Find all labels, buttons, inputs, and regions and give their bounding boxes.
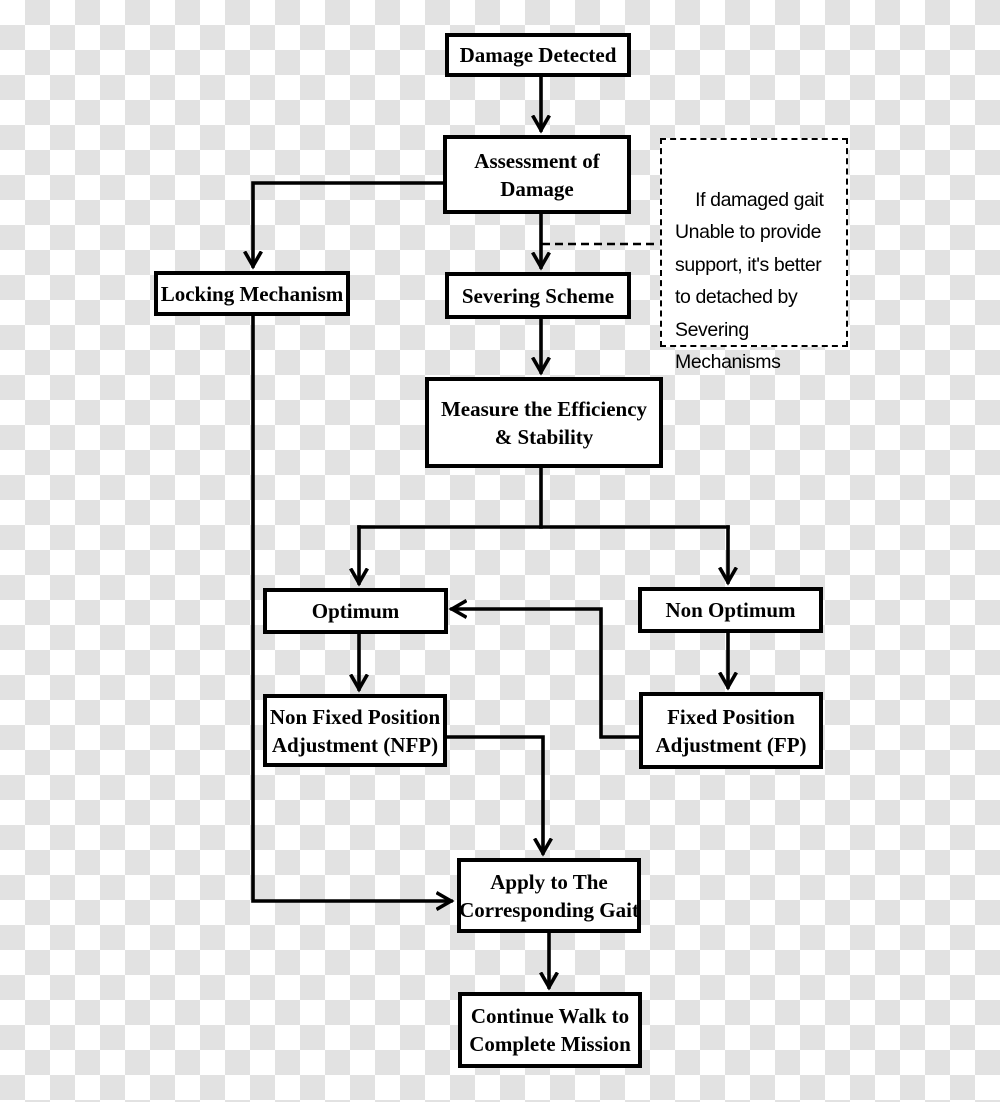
node-label: Locking Mechanism <box>160 281 344 306</box>
node-label: Non Optimum <box>665 598 796 622</box>
edge-nfp-to-apply <box>445 735 543 853</box>
edge-assessment-to-locking <box>253 181 445 266</box>
node-optimum: Optimum <box>263 588 448 634</box>
node-label: Non Fixed Position Adjustment (NFP) <box>269 704 441 757</box>
note-severing-mechanisms: If damaged gait Unable to provide suppor… <box>660 138 848 373</box>
edge-locking-to-apply <box>251 314 451 901</box>
node-severing-scheme: Severing Scheme <box>445 272 631 319</box>
node-label: Continue Walk to Complete Mission <box>469 1004 631 1056</box>
node-label: Severing Scheme <box>461 283 615 308</box>
node-fixed-position-adjustment: Fixed Position Adjustment (FP) <box>639 692 823 769</box>
node-label: Optimum <box>311 599 400 623</box>
node-label: Apply to The Corresponding Gait <box>459 869 639 922</box>
node-assessment-of-damage: Assessment of Damage <box>443 135 631 214</box>
node-apply-corresponding-gait: Apply to The Corresponding Gait <box>457 858 641 933</box>
note-text: If damaged gait Unable to provide suppor… <box>675 188 824 374</box>
node-measure-efficiency-stability: Measure the Efficiency & Stability <box>425 377 663 468</box>
node-label: Assessment of Damage <box>474 148 600 201</box>
edge-fp-to-optimum <box>452 609 642 739</box>
node-damage-detected: Damage Detected <box>445 33 631 77</box>
node-non-fixed-position-adjustment: Non Fixed Position Adjustment (NFP) <box>263 694 447 767</box>
node-continue-walk: Continue Walk to Complete Mission <box>458 992 642 1068</box>
node-locking-mechanism: Locking Mechanism <box>154 271 350 316</box>
node-label: Fixed Position Adjustment (FP) <box>655 704 807 757</box>
node-non-optimum: Non Optimum <box>638 587 823 633</box>
node-label: Damage Detected <box>459 43 617 67</box>
node-label: Measure the Efficiency & Stability <box>440 396 648 449</box>
